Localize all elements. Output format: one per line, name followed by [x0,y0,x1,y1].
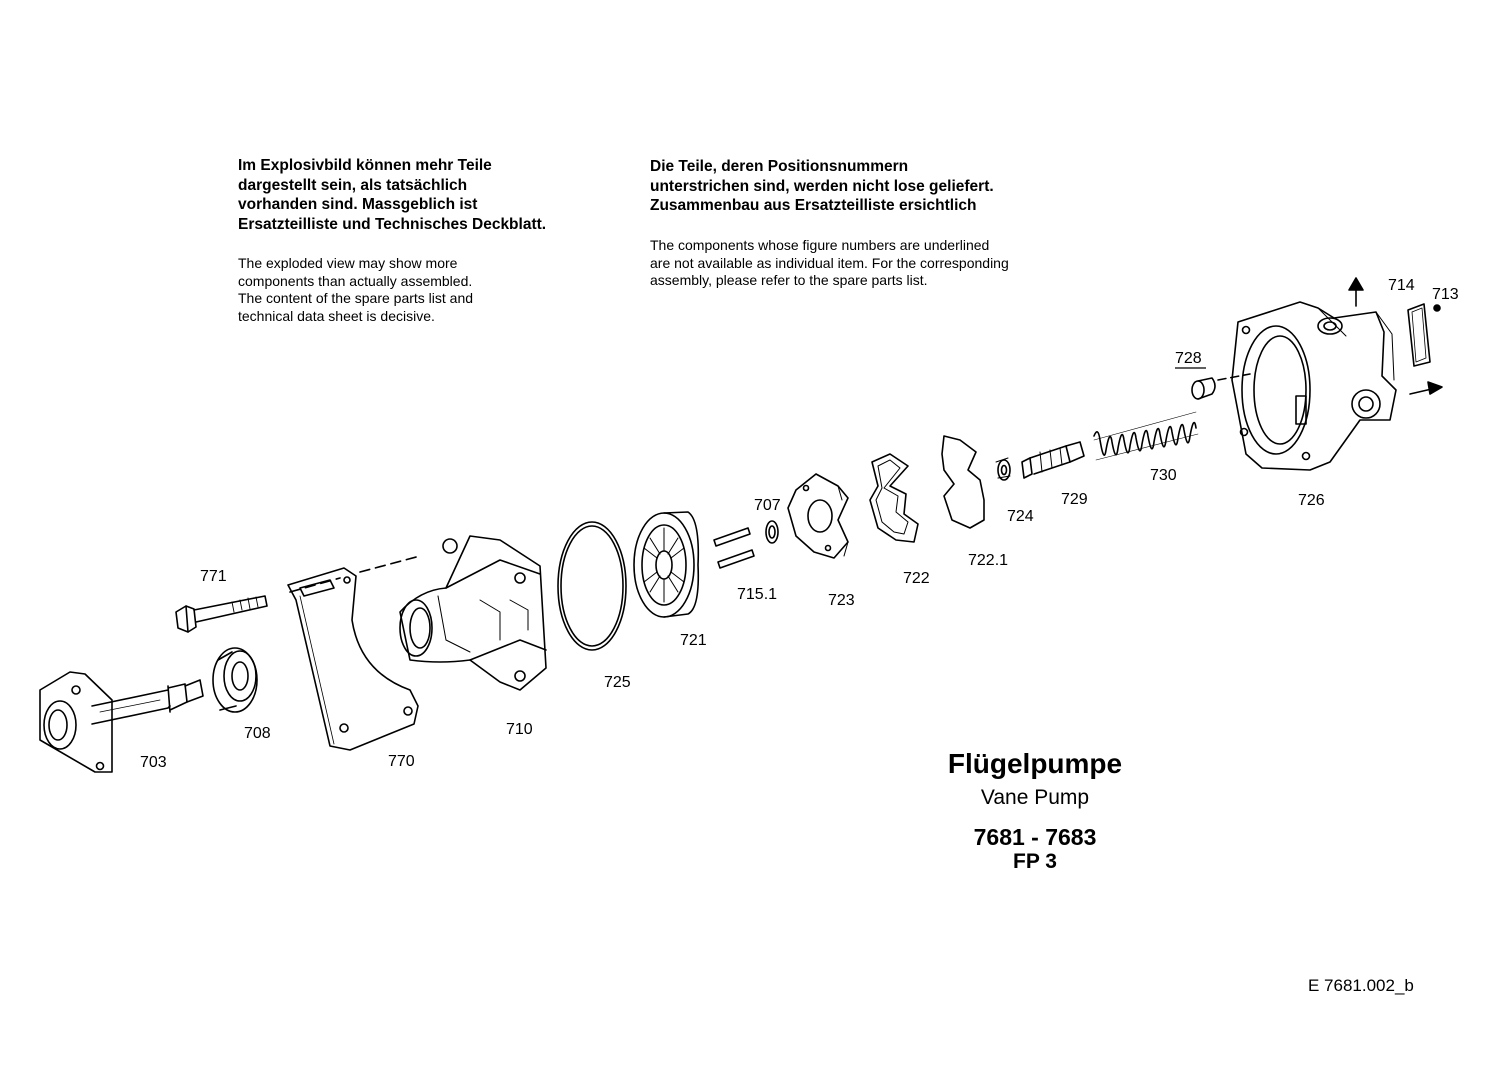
label-722: 722 [903,570,930,587]
part-725-o-ring [557,521,627,651]
note-line: vorhanden sind. Massgeblich ist [238,196,478,213]
part-723-cam-ring [787,473,849,559]
part-724-washer [995,457,1011,481]
label-729: 729 [1061,491,1088,508]
label-770: 770 [388,753,415,770]
note-german-left: Im Explosivbild können mehr Teile darges… [238,156,546,234]
note-line: unterstrichen sind, werden nicht lose ge… [650,177,994,195]
title-type-numbers: 7681 - 7683 [973,824,1097,850]
part-714-gasket [1407,303,1431,367]
title-block: Flügelpumpe Vane Pump 7681 - 7683 FP 3 [900,748,1170,874]
label-714: 714 [1388,277,1415,294]
part-728-plug [1191,377,1216,400]
part-713-screw [1433,304,1441,312]
axis-line [1217,373,1251,381]
label-730: 730 [1150,467,1177,484]
part-770-bracket [287,567,419,751]
part-729-valve-piston [1021,441,1085,479]
note-line: assembly, please refer to the spare part… [650,272,928,288]
label-721: 721 [680,632,707,649]
note-line: Die Teile, deren Positionsnummern [650,158,909,175]
label-728: 728 [1175,350,1202,367]
label-715-1: 715.1 [737,586,777,603]
part-726-cover [1231,301,1397,471]
note-german-right: Die Teile, deren Positionsnummern unters… [650,157,994,216]
part-730-spring [1093,411,1199,461]
label-708: 708 [244,725,271,742]
part-labels: 703 708 771 770 710 725 721 707 715.1 72… [140,277,1459,771]
note-line: components than actually assembled. [238,272,473,289]
note-line: Ersatzteilliste und Technisches Deckblat… [238,215,547,233]
part-710-housing [399,535,547,691]
note-line: dargestellt sein, als tatsächlich [238,176,468,194]
part-722-plate [869,453,919,543]
label-707: 707 [754,497,781,514]
label-703: 703 [140,754,167,771]
part-708-seal-ring [212,647,258,713]
label-710: 710 [506,721,533,738]
axis-line [359,555,421,573]
flow-arrow-up-icon [1348,277,1364,307]
flow-arrow-right-icon [1409,381,1443,395]
label-724: 724 [1007,508,1034,525]
part-771-bolt [175,595,268,633]
note-line: The content of the spare parts list and [238,290,474,306]
axis-line [289,577,341,593]
note-english-left: The exploded view may show more componen… [238,255,473,325]
label-726: 726 [1298,492,1325,509]
part-715-1-pins [713,527,755,569]
note-english-right: The components whose figure numbers are … [650,237,1009,290]
title-model: FP 3 [1013,850,1057,873]
note-line: Zusammenbau aus Ersatzteilliste ersichtl… [650,197,977,214]
note-line: The components whose figure numbers are … [650,237,990,253]
label-722-1: 722.1 [968,552,1008,569]
document-id: E 7681.002_b [1308,976,1414,995]
title-german: Flügelpumpe [947,748,1123,779]
part-722-1-plate [941,435,985,529]
note-line: technical data sheet is decisive. [238,307,435,324]
label-723: 723 [828,592,855,609]
label-713: 713 [1432,286,1459,303]
label-771: 771 [200,568,227,585]
part-703-flange-shaft [39,671,204,773]
note-line: Im Explosivbild können mehr Teile [238,157,492,174]
part-707-ring [765,520,779,544]
part-721-rotor [633,511,700,618]
note-line: The exploded view may show more [238,255,458,271]
label-725: 725 [604,674,631,691]
note-line: are not available as individual item. Fo… [650,254,1009,271]
title-english: Vane Pump [980,786,1090,809]
